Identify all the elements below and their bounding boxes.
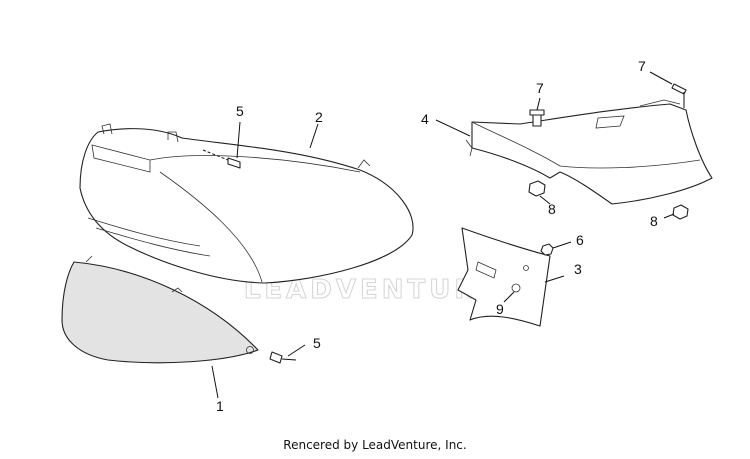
- part-8-nut-center: [528, 180, 546, 197]
- callout-2: 2: [315, 109, 323, 125]
- callout-8-center: 8: [548, 201, 556, 217]
- callout-1: 1: [216, 398, 224, 414]
- leader-7a: [536, 97, 541, 111]
- part-6-nut: [540, 243, 554, 256]
- leader-6: [552, 241, 572, 249]
- part-5-screw-upper: [202, 149, 241, 169]
- part-3-mounting-plate: [457, 227, 551, 327]
- part-4-rear-bracket: [465, 99, 713, 205]
- callout-labels: 1 2 3 4 5 5 6 7 7 8 8 9: [216, 58, 658, 414]
- callout-3: 3: [574, 261, 582, 277]
- callout-5-lower: 5: [313, 335, 321, 351]
- leader-8a: [539, 195, 551, 205]
- leader-9: [503, 291, 515, 303]
- callout-7-center: 7: [536, 80, 544, 96]
- part-5-screw-lower: [269, 351, 297, 364]
- leader-5b: [287, 344, 306, 357]
- part-8-nut-right: [672, 204, 689, 220]
- part-1-lens-insert: [61, 255, 259, 364]
- callout-6: 6: [576, 232, 584, 248]
- leader-1: [211, 365, 219, 399]
- callout-7-right: 7: [638, 58, 646, 74]
- footer-credit: Rencered by LeadVenture, Inc.: [283, 438, 467, 452]
- leader-2: [309, 123, 319, 149]
- callout-5-upper: 5: [236, 103, 244, 119]
- leader-4: [435, 119, 471, 137]
- callout-4: 4: [421, 111, 429, 127]
- leader-5a: [236, 121, 241, 159]
- leader-7b: [649, 71, 673, 85]
- callout-9: 9: [496, 301, 504, 317]
- leader-8b: [663, 213, 675, 219]
- leader-3: [544, 275, 565, 283]
- callout-8-right: 8: [650, 213, 658, 229]
- leader-lines: [211, 71, 675, 399]
- part-2-side-cover: [79, 123, 414, 284]
- part-7-bolt-right: [671, 83, 687, 108]
